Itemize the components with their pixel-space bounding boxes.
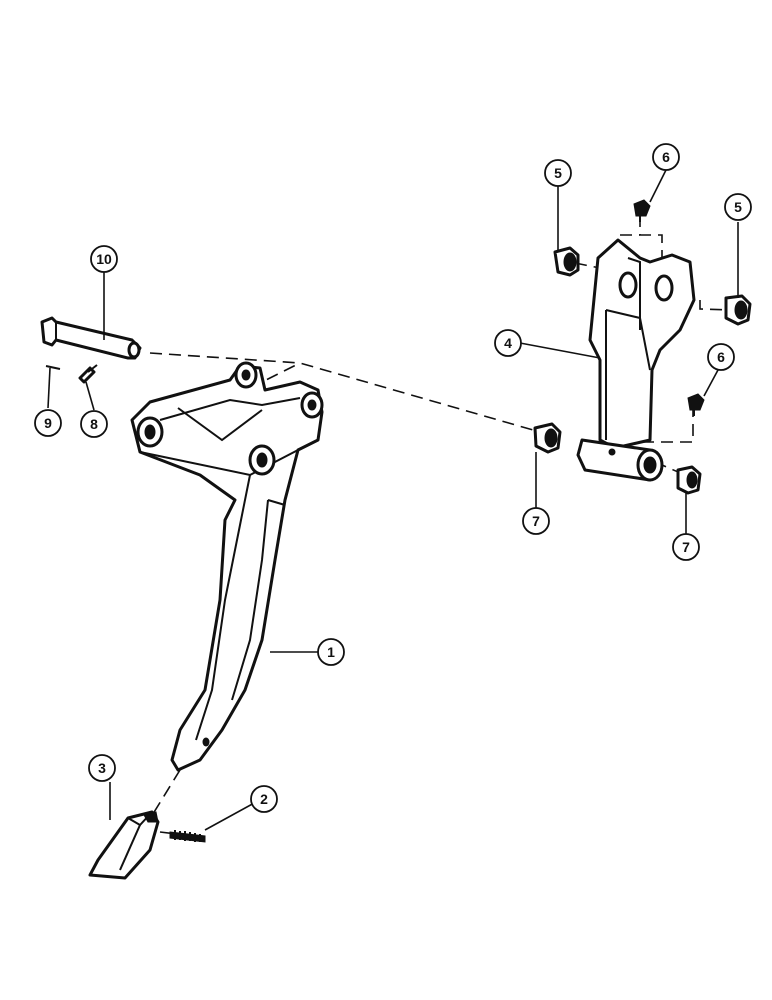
callout-4: 4 (494, 329, 522, 357)
callout-5-right: 5 (724, 193, 752, 221)
leader-lines (47, 169, 739, 831)
bushing-upper-right (724, 294, 752, 326)
callout-1: 1 (317, 638, 345, 666)
bolt (78, 364, 98, 384)
callout-6-upper: 6 (652, 143, 680, 171)
svg-text:2: 2 (260, 791, 268, 807)
callout-8: 8 (80, 410, 108, 438)
svg-text:6: 6 (717, 349, 725, 365)
callout-7-left: 7 (522, 507, 550, 535)
svg-text:6: 6 (662, 149, 670, 165)
grease-fitting-lower (687, 393, 705, 416)
ripper-tip (88, 810, 160, 880)
svg-text:10: 10 (96, 251, 112, 267)
callout-2: 2 (250, 785, 278, 813)
callout-6-lower: 6 (707, 343, 735, 371)
bushing-lower-left (533, 422, 562, 454)
svg-text:5: 5 (734, 199, 742, 215)
svg-text:8: 8 (90, 416, 98, 432)
svg-text:1: 1 (327, 644, 335, 660)
svg-text:4: 4 (504, 335, 512, 351)
bushing-upper-left (553, 246, 580, 277)
callout-3: 3 (88, 754, 116, 782)
svg-text:9: 9 (44, 415, 52, 431)
mounting-pin (40, 316, 142, 360)
bushing-lower-right (676, 465, 702, 495)
svg-text:5: 5 (554, 165, 562, 181)
cotter-pin (45, 365, 61, 370)
callout-7-right: 7 (672, 533, 700, 561)
callout-9: 9 (34, 409, 62, 437)
grease-fitting-upper (633, 199, 651, 222)
svg-text:7: 7 (682, 539, 690, 555)
roll-pin (169, 830, 206, 843)
ripper-shank (130, 361, 324, 772)
svg-text:3: 3 (98, 760, 106, 776)
ripper-mount-bracket (576, 238, 696, 482)
svg-text:7: 7 (532, 513, 540, 529)
callout-5-left: 5 (544, 159, 572, 187)
callout-10: 10 (90, 245, 118, 273)
